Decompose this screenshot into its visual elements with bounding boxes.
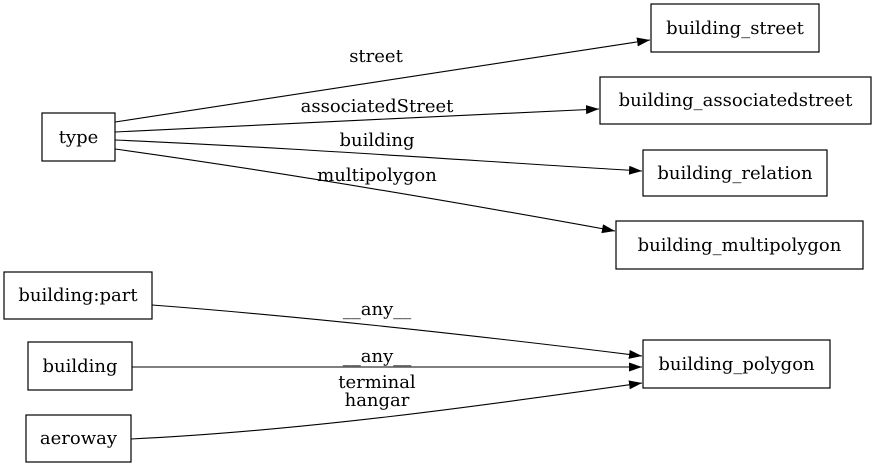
node-building_multipolygon: building_multipolygon [615, 220, 864, 270]
node-building_polygon: building_polygon [642, 339, 831, 389]
node-box-building_polygon [642, 339, 831, 389]
node-building_relation: building_relation [642, 149, 828, 197]
node-box-building_relation [642, 149, 828, 197]
edge-label-building: building [339, 130, 414, 151]
edge-aeroway-building_polygon [130, 380, 643, 440]
edge-label-associatedstreet: associatedStreet [301, 96, 454, 117]
edge-type-building_associatedstreet [114, 105, 600, 133]
node-box-aeroway [25, 414, 132, 463]
edge-label-any-1: __any__ [343, 299, 412, 320]
edge-type-building_relation [114, 139, 643, 175]
node-aeroway: aeroway [25, 414, 132, 463]
edge-label-any-2: __any__ [343, 346, 412, 367]
node-box-building_street [650, 3, 820, 53]
edge-type-building_street [114, 37, 651, 123]
edge-labels-layer: street associatedStreet building multipo… [301, 46, 454, 411]
edge-label-street: street [349, 46, 403, 67]
edge-buildingpart-building_polygon [151, 304, 643, 359]
node-building_street: building_street [650, 3, 820, 53]
node-box-building-part [3, 271, 153, 320]
node-box-building [27, 341, 133, 391]
node-label-building: building [42, 356, 117, 377]
node-label-building-part: building:part [18, 285, 138, 306]
node-label-type: type [59, 127, 99, 148]
node-label-building_street: building_street [666, 18, 804, 39]
edges-layer [114, 37, 651, 440]
node-label-building_relation: building_relation [657, 163, 813, 184]
node-building: building [27, 341, 133, 391]
edge-label-hangar: hangar [345, 390, 410, 411]
edge-type-building_multipolygon [114, 148, 616, 234]
edge-label-multipolygon: multipolygon [317, 165, 437, 186]
node-building_associatedstreet: building_associatedstreet [599, 76, 872, 125]
edge-label-terminal: terminal [338, 372, 416, 393]
node-building-part: building:part [3, 271, 153, 320]
node-box-building_multipolygon [615, 220, 864, 270]
node-type: type [41, 112, 116, 162]
node-box-type [41, 112, 116, 162]
node-label-aeroway: aeroway [40, 428, 118, 449]
node-box-building_associatedstreet [599, 76, 872, 125]
node-label-building_polygon: building_polygon [658, 354, 815, 375]
node-label-building_associatedstreet: building_associatedstreet [619, 90, 853, 111]
node-label-building_multipolygon: building_multipolygon [638, 235, 842, 256]
